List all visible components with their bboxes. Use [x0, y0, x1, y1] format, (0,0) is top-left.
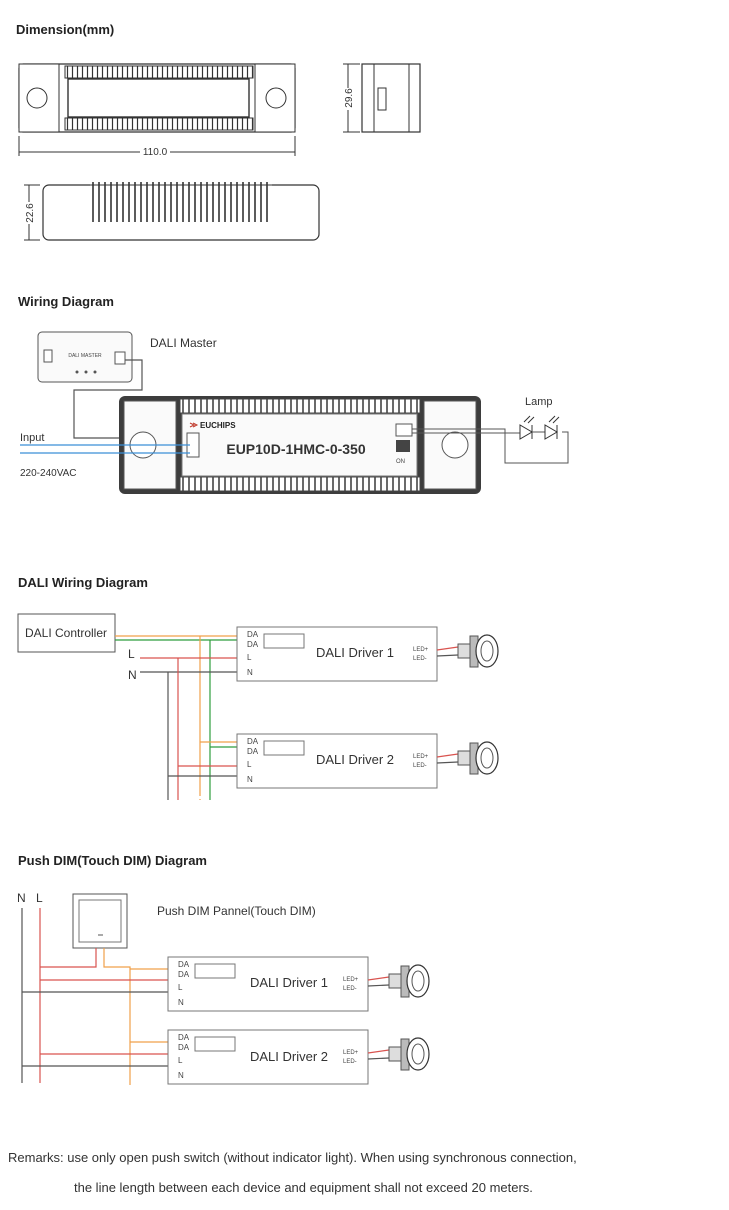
dali-n-label: N	[128, 668, 137, 682]
push-dim-diagram: N L Push DIM Pannel(Touch DIM) DA DA L N…	[17, 891, 430, 1085]
svg-text:LED+: LED+	[413, 647, 429, 653]
svg-text:ON: ON	[396, 459, 405, 465]
width-label: 29.6	[344, 88, 355, 108]
dali-lamp-2	[457, 741, 499, 775]
top-view: 110.0	[18, 63, 296, 158]
svg-text:N: N	[247, 775, 253, 784]
dali-master-device: DALI MASTER	[37, 331, 133, 383]
dimension-heading: Dimension(mm)	[16, 22, 115, 37]
dali-wiring-diagram: DALI Controller L N DA DA L N DALI Drive…	[17, 613, 499, 800]
svg-text:DA: DA	[247, 737, 259, 746]
svg-text:LED+: LED+	[343, 1050, 359, 1056]
lamp-led-1	[519, 415, 535, 440]
svg-text:DA: DA	[247, 640, 259, 649]
svg-text:DALI MASTER: DALI MASTER	[68, 353, 102, 359]
remarks-line-2: the line length between each device and …	[74, 1180, 533, 1195]
side-view: 22.6	[23, 182, 320, 241]
push-driver-2-label: DALI Driver 2	[250, 1049, 328, 1064]
push-lamp-2	[388, 1037, 430, 1071]
dali-wiring-heading: DALI Wiring Diagram	[18, 575, 148, 590]
push-dim-heading: Push DIM(Touch DIM) Diagram	[18, 853, 207, 868]
voltage-label: 220-240VAC	[20, 468, 77, 479]
svg-text:LED+: LED+	[413, 754, 429, 760]
dali-driver-1-label: DALI Driver 1	[316, 645, 394, 660]
dali-driver-2-label: DALI Driver 2	[316, 752, 394, 767]
dali-controller-label: DALI Controller	[25, 626, 107, 640]
mount-hole-right	[265, 87, 287, 109]
mount-hole-left	[26, 87, 48, 109]
length-label: 110.0	[143, 147, 168, 158]
dali-master-label: DALI Master	[150, 336, 217, 350]
svg-text:DA: DA	[247, 747, 259, 756]
push-driver-2: DA DA L N DALI Driver 2 LED+ LED-	[167, 1029, 369, 1085]
svg-text:LED-: LED-	[343, 1059, 357, 1065]
push-lamp-1	[388, 964, 430, 998]
svg-text:L: L	[247, 760, 252, 769]
height-label: 22.6	[25, 203, 36, 223]
remarks-line-1: Remarks: use only open push switch (with…	[8, 1150, 577, 1165]
svg-text:LED-: LED-	[343, 986, 357, 992]
dali-l-label: L	[128, 647, 135, 661]
input-label: Input	[20, 432, 44, 444]
svg-text:L: L	[247, 653, 252, 662]
driver-model: EUP10D-1HMC-0-350	[226, 441, 365, 457]
svg-text:DA: DA	[178, 1043, 190, 1052]
dali-driver-2: DA DA L N DALI Driver 2 LED+ LED-	[236, 733, 438, 789]
dali-driver-1: DA DA L N DALI Driver 1 LED+ LED-	[236, 626, 438, 682]
svg-text:DA: DA	[178, 970, 190, 979]
push-panel-label: Push DIM Pannel(Touch DIM)	[157, 904, 316, 918]
svg-text:DA: DA	[247, 630, 259, 639]
dali-lamp-1	[457, 634, 499, 668]
wiring-heading: Wiring Diagram	[18, 294, 114, 309]
svg-text:L: L	[178, 983, 183, 992]
push-driver-1: DA DA L N DALI Driver 1 LED+ LED-	[167, 956, 369, 1012]
dimension-drawing: 110.0 29.6 22.6	[18, 63, 421, 241]
driver-brand: EUCHIPS	[200, 421, 236, 430]
svg-text:LED-: LED-	[413, 656, 427, 662]
dali-controller-box	[17, 613, 116, 653]
wiring-diagram: DALI MASTER DALI Master EUCHIPS EUP10D-1…	[20, 331, 569, 494]
svg-text:LED+: LED+	[343, 977, 359, 983]
svg-text:DA: DA	[178, 1033, 190, 1042]
svg-text:N: N	[247, 668, 253, 677]
svg-text:DA: DA	[178, 960, 190, 969]
svg-text:L: L	[178, 1056, 183, 1065]
push-l-label: L	[36, 891, 43, 905]
end-view: 29.6	[342, 63, 421, 133]
svg-text:N: N	[178, 1071, 184, 1080]
svg-text:LED-: LED-	[413, 763, 427, 769]
svg-text:N: N	[178, 998, 184, 1007]
push-n-label: N	[17, 891, 26, 905]
push-driver-1-label: DALI Driver 1	[250, 975, 328, 990]
lamp-label: Lamp	[525, 396, 553, 408]
push-dim-panel	[72, 893, 128, 949]
lamp-led-2	[544, 415, 560, 440]
